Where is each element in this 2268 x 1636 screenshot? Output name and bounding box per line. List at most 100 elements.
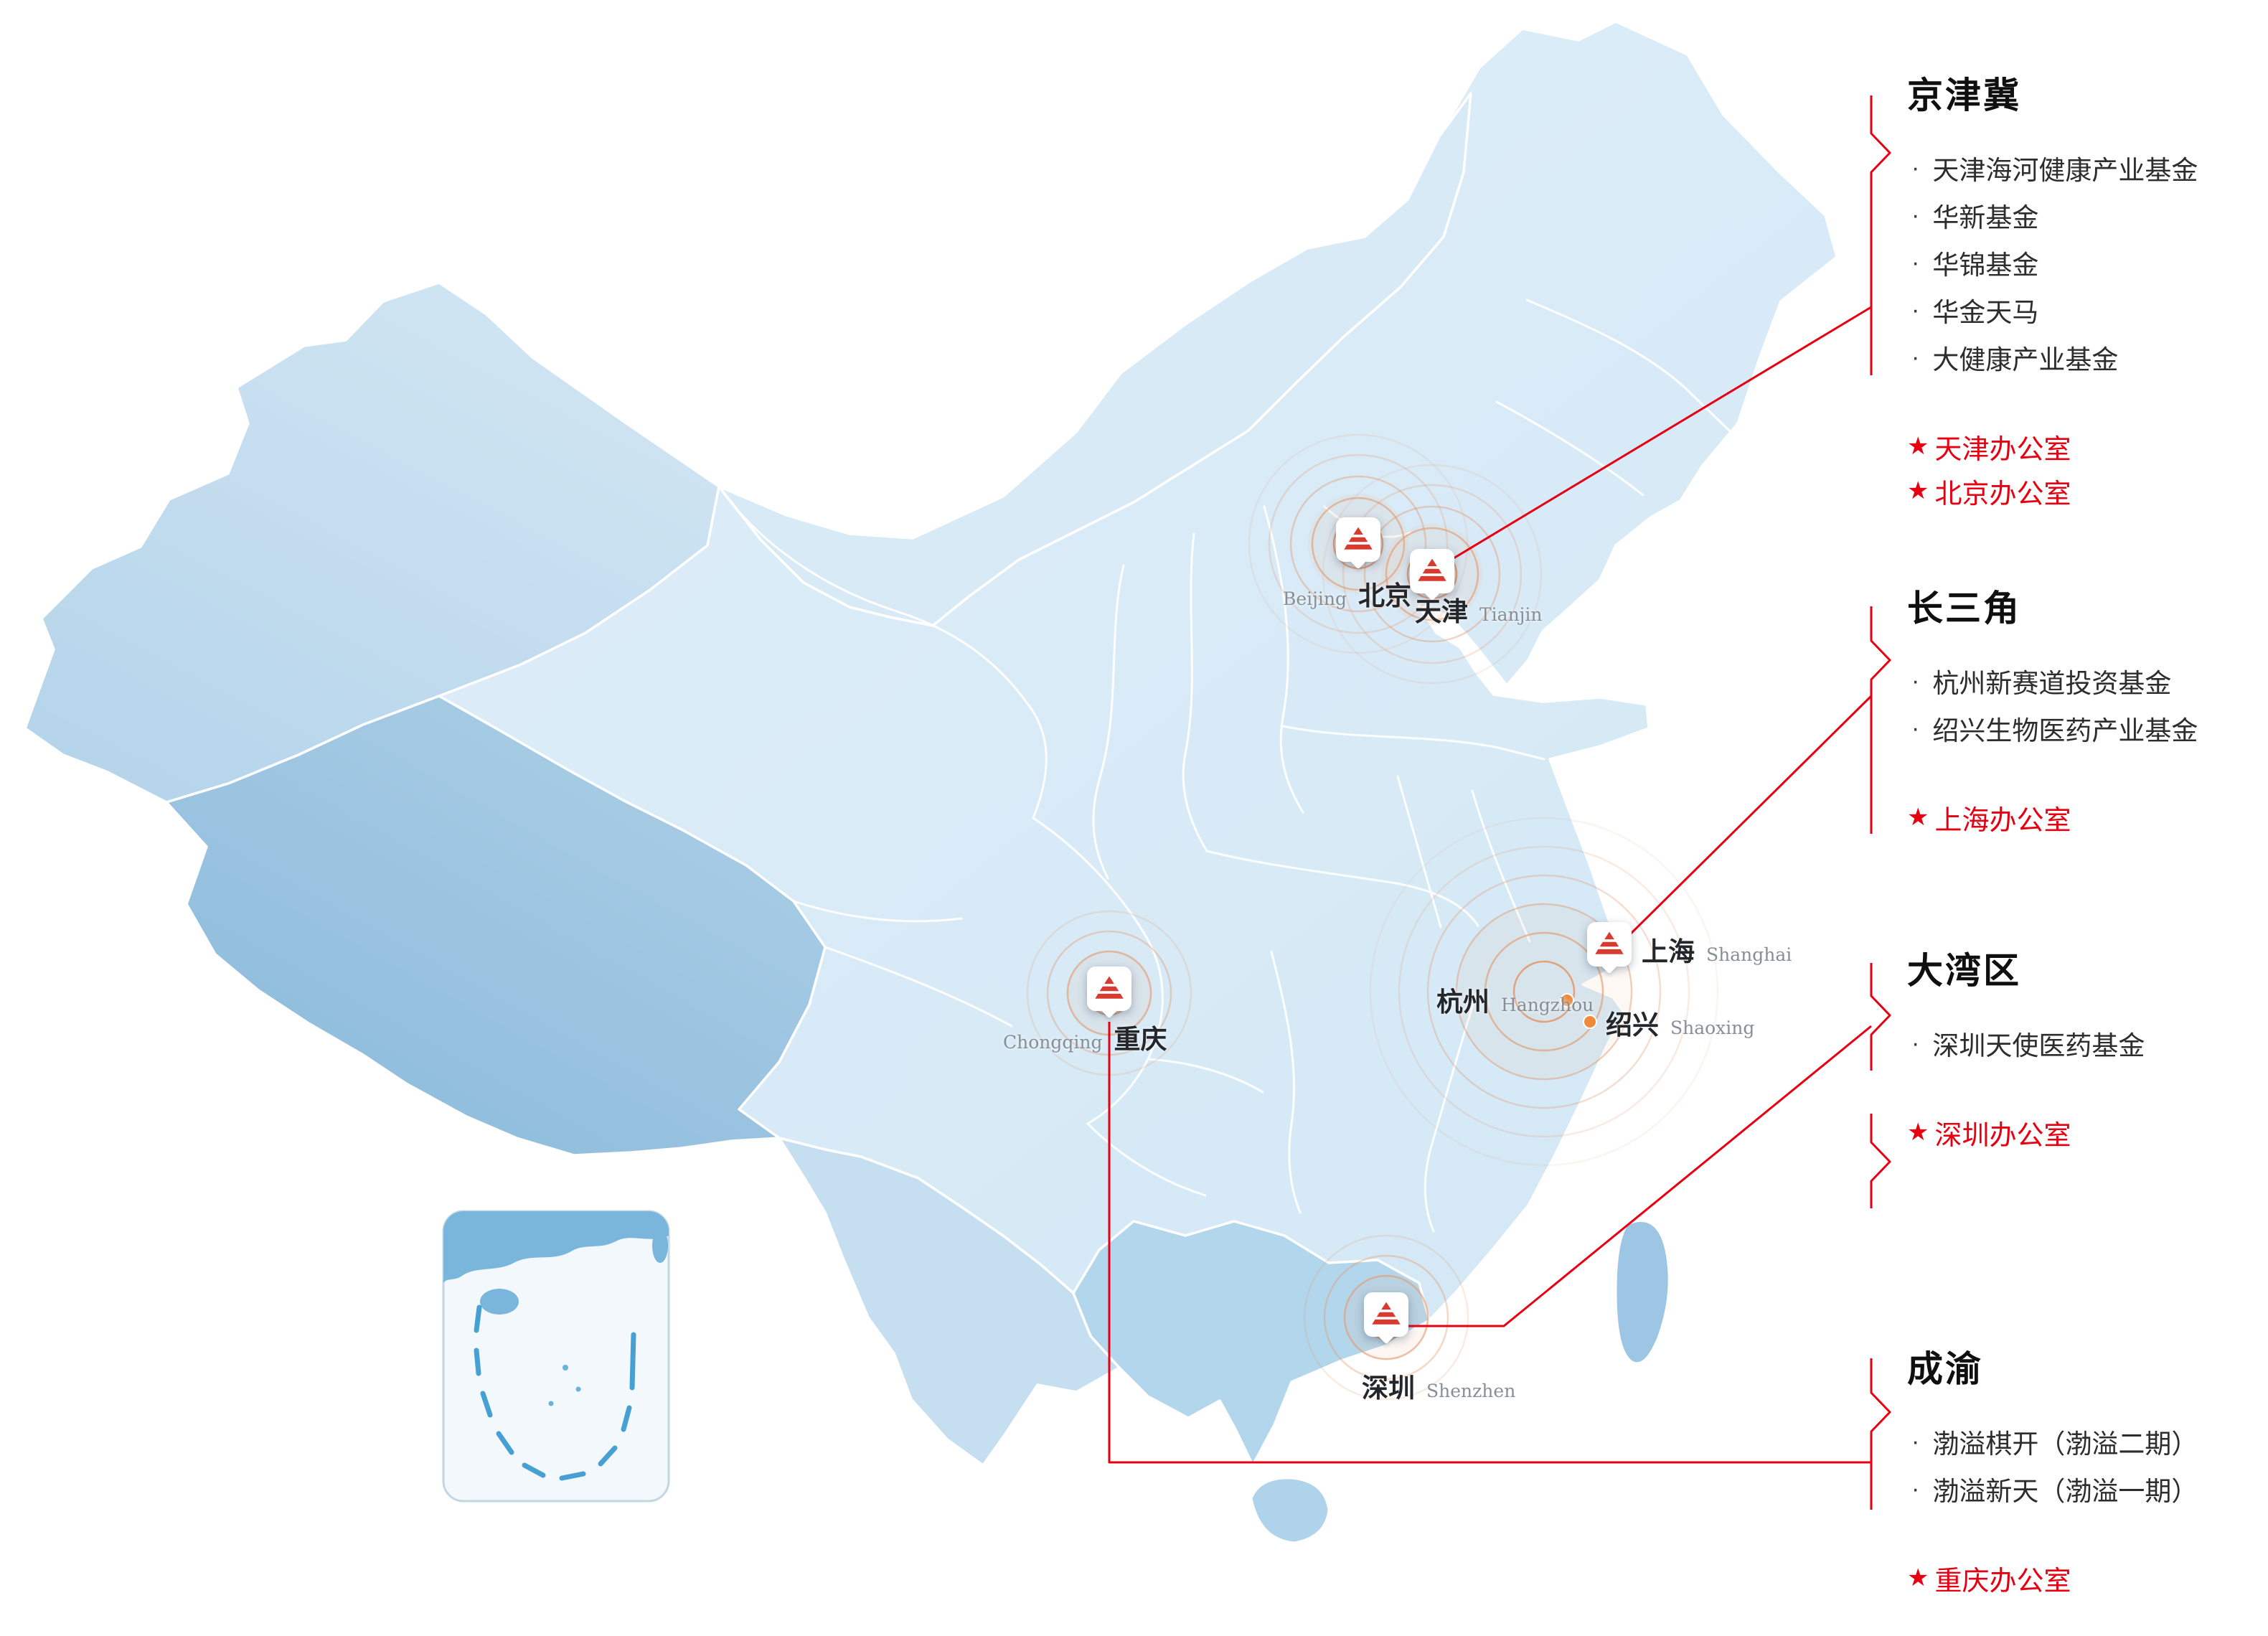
- bullet-dot: ·: [1911, 296, 1920, 324]
- bullet-dot: ·: [1911, 667, 1920, 695]
- connector-chengyu: [1108, 1022, 1871, 1464]
- fund-list: · 渤溢棋开（渤溢二期） · 渤溢新天（渤溢一期）: [1907, 1418, 2266, 1513]
- region-title: 成渝: [1907, 1349, 1983, 1389]
- region-title: 京津冀: [1907, 75, 2021, 116]
- province-border-line: [1424, 992, 1478, 1233]
- fund-name: 渤溢棋开（渤溢二期）: [1932, 1429, 2198, 1459]
- label-chongqing: Chongqing 重庆: [1003, 1017, 1167, 1056]
- fund-name: 大健康产业基金: [1932, 345, 2119, 375]
- province-border-line: [1396, 775, 1442, 929]
- region-title: 大湾区: [1907, 951, 2021, 991]
- region-tibet: [165, 695, 827, 1157]
- fund-item: · 天津海河健康产业基金: [1907, 144, 2266, 192]
- fund-name: 天津海河健康产业基金: [1932, 156, 2198, 185]
- label-beijing: Beijing 北京: [1283, 574, 1411, 613]
- fund-list: ·杭州新赛道投资基金 ·绍兴生物医药产业基金: [1907, 657, 2266, 752]
- ripple-ring: [1484, 931, 1604, 1052]
- ripple-ring: [1512, 960, 1576, 1023]
- ripple-ring: [1311, 497, 1406, 591]
- bracket-chengyu: [1870, 1358, 1891, 1510]
- city-name-en: Hangzhou: [1501, 995, 1594, 1015]
- company-logo-icon: [1418, 558, 1446, 581]
- province-border-line: [1270, 950, 1302, 1214]
- marker-tianjin[interactable]: [1410, 549, 1454, 593]
- city-dot-hangzhou: [1560, 993, 1574, 1007]
- city-name-en: Tianjin: [1479, 604, 1543, 625]
- region-yunnan: [778, 1137, 1121, 1467]
- dash: [559, 1471, 586, 1481]
- ripple-ring: [1385, 527, 1479, 621]
- connector-changsanjiao: [1627, 695, 1873, 937]
- province-border-line: [1525, 298, 1731, 432]
- ripple-ring: [1322, 464, 1543, 685]
- label-shanghai: 上海 Shanghai: [1642, 930, 1792, 969]
- marker-beijing[interactable]: [1336, 517, 1380, 562]
- city-name-en: Shenzhen: [1426, 1381, 1516, 1401]
- region-title: 长三角: [1907, 588, 2021, 629]
- bullet-dot: ·: [1911, 248, 1920, 276]
- province-border-line: [1182, 532, 1208, 852]
- office-name: 深圳办公室: [1934, 1120, 2071, 1151]
- ripple-ring: [1363, 505, 1501, 643]
- province-border-line: [1092, 564, 1125, 880]
- bullet-dot: ·: [1911, 1475, 1920, 1503]
- bracket-changsanjiao: [1870, 606, 1891, 834]
- fund-name: 渤溢新天（渤溢一期）: [1932, 1477, 2198, 1506]
- ripple-ring: [1289, 475, 1427, 613]
- bullet-dot: ·: [1911, 1427, 1920, 1455]
- dash: [598, 1445, 618, 1467]
- company-logo-icon: [1344, 527, 1373, 550]
- city-name-en: Shanghai: [1706, 944, 1792, 965]
- ripple-ring: [1268, 453, 1449, 634]
- dash: [522, 1462, 546, 1478]
- bullet-dot: ·: [1911, 154, 1920, 182]
- dash: [496, 1431, 514, 1455]
- fund-item: ·华金天马: [1907, 286, 2266, 334]
- marker-chongqing[interactable]: [1087, 967, 1131, 1011]
- fund-item: ·杭州新赛道投资基金: [1907, 657, 2266, 705]
- label-shaoxing: 绍兴 Shaoxing: [1606, 1003, 1754, 1042]
- city-name-zh: 天津: [1415, 596, 1468, 627]
- office-name: 天津办公室: [1934, 434, 2071, 465]
- province-borders: [717, 298, 1731, 1233]
- fund-item: · 渤溢棋开（渤溢二期）: [1907, 1418, 2266, 1465]
- south-china-sea-inset: [442, 1210, 670, 1503]
- office-line: ★北京办公室: [1907, 469, 2266, 513]
- office-name: 重庆办公室: [1934, 1566, 2071, 1597]
- connector-jingjinji: [1439, 306, 1872, 568]
- connector-dawanqu: [1398, 1025, 1872, 1327]
- ripple-ring: [1455, 903, 1633, 1081]
- office-list: ★天津办公室 ★北京办公室: [1907, 424, 2266, 513]
- city-name-en: Beijing: [1283, 588, 1347, 609]
- bracket-shenzhen-office: [1870, 1114, 1891, 1208]
- marker-shanghai[interactable]: [1587, 922, 1632, 967]
- region-section-dawanqu: 大湾区 · 深圳天使医药基金 ★深圳办公室: [1907, 951, 2266, 1155]
- office-name: 上海办公室: [1934, 805, 2071, 836]
- office-line: ★深圳办公室: [1907, 1110, 2266, 1155]
- bullet-dot: ·: [1911, 343, 1920, 371]
- nine-dash-line: [474, 1304, 636, 1481]
- bullet-dot: ·: [1911, 1029, 1920, 1057]
- province-border-line: [1281, 725, 1545, 761]
- province-border-line: [824, 946, 1013, 1028]
- city-dot-shaoxing: [1583, 1015, 1597, 1029]
- dash: [629, 1332, 636, 1391]
- province-border-line: [1086, 1122, 1207, 1197]
- bracket-jingjinji: [1870, 95, 1891, 375]
- bullet-dot: ·: [1911, 201, 1920, 229]
- office-name: 北京办公室: [1934, 479, 2071, 509]
- fund-name: 深圳天使医药基金: [1932, 1031, 2145, 1061]
- ripple-ring: [1369, 817, 1719, 1167]
- star-icon: ★: [1907, 477, 1929, 504]
- connectors: [1108, 95, 1891, 1510]
- marker-shenzhen[interactable]: [1364, 1292, 1408, 1337]
- star-icon: ★: [1907, 1564, 1929, 1592]
- fund-list: ·天津海河健康产业基金 ·华新基金 ·华锦基金 ·华金天马 ·大健康产业基金: [1907, 144, 2266, 381]
- city-name-en: Chongqing: [1003, 1032, 1103, 1053]
- fund-name: 华新基金: [1932, 203, 2039, 232]
- star-icon: ★: [1907, 1119, 1929, 1146]
- city-name-zh: 绍兴: [1606, 1009, 1659, 1040]
- company-logo-icon: [1595, 931, 1624, 954]
